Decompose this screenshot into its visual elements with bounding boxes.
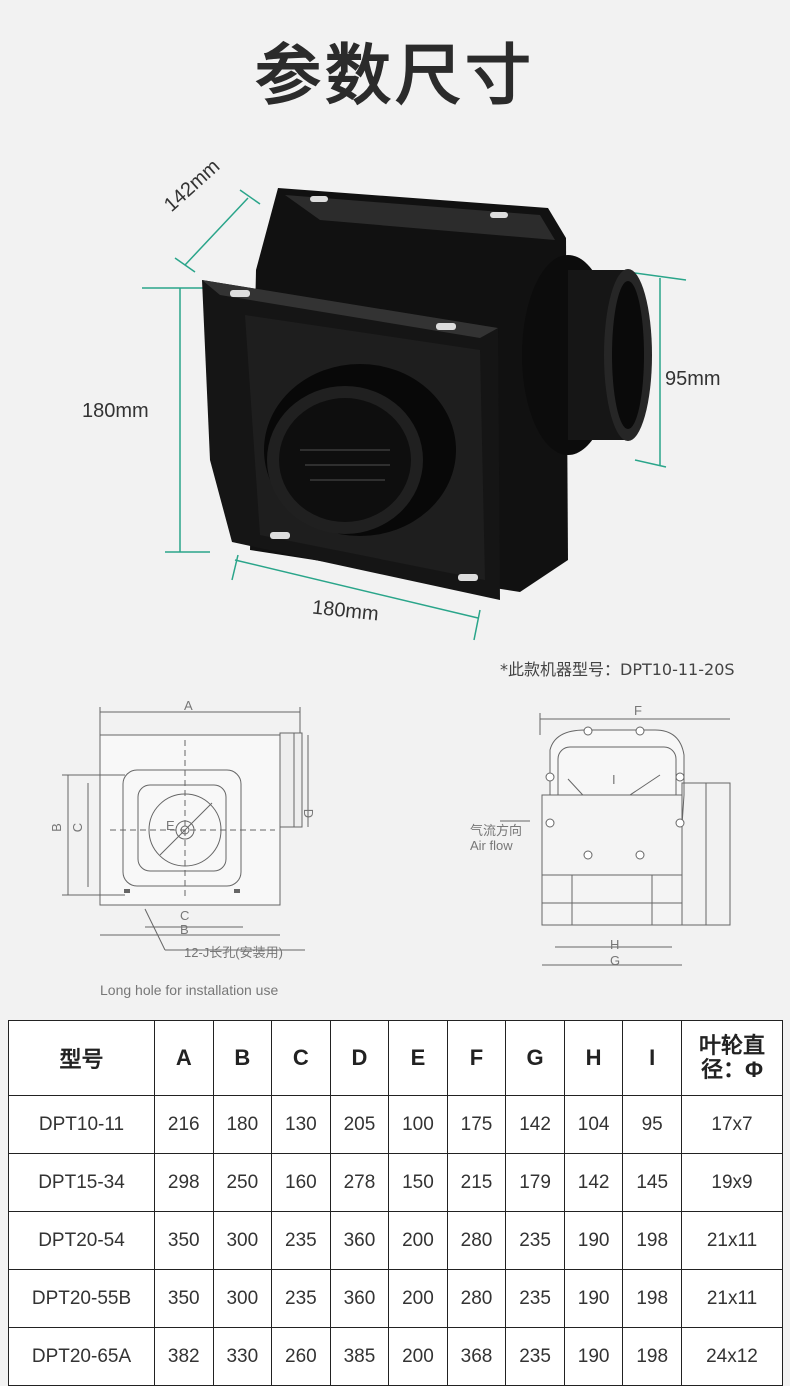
dimension-a-label: A [184, 698, 193, 713]
cell: 385 [329, 1327, 390, 1386]
airflow-label-cn: 气流方向 [470, 823, 523, 838]
page-title: 参数尺寸 [255, 37, 535, 114]
cell: 104 [563, 1095, 624, 1154]
header-e: E [388, 1020, 448, 1096]
cell: 95 [622, 1095, 682, 1154]
spec-table: 型号 A B C D E F G H I 叶轮直径：Φ DPT10-11 216… [8, 1020, 783, 1386]
table-row: DPT15-34 298 250 160 278 150 215 179 142… [8, 1153, 783, 1212]
cell: 350 [154, 1269, 214, 1328]
cell: 200 [388, 1327, 448, 1386]
dimension-c-bottom-label: C [180, 908, 190, 923]
cell: 235 [505, 1327, 565, 1386]
table-row: DPT20-65A 382 330 260 385 200 368 235 19… [8, 1327, 783, 1386]
cell: 179 [505, 1153, 565, 1212]
cell: 21x11 [681, 1211, 783, 1270]
cell: 175 [446, 1095, 507, 1154]
cell: 200 [388, 1211, 448, 1270]
cell: 235 [271, 1269, 331, 1328]
cell: 198 [622, 1211, 682, 1270]
cell: 145 [622, 1153, 682, 1212]
dimension-b-bottom-label: B [180, 922, 189, 937]
header-a: A [154, 1020, 214, 1096]
header-g: G [505, 1020, 565, 1096]
cell-model: DPT20-55B [8, 1269, 155, 1328]
cell: 190 [563, 1269, 624, 1328]
cell: 142 [563, 1153, 624, 1212]
cell: 280 [446, 1211, 507, 1270]
table-row: DPT20-55B 350 300 235 360 200 280 235 19… [8, 1269, 783, 1328]
cell: 180 [212, 1095, 273, 1154]
cell: 382 [154, 1327, 214, 1386]
cell: 190 [563, 1211, 624, 1270]
cell: 21x11 [681, 1269, 783, 1328]
cell: 160 [271, 1153, 331, 1212]
cell: 298 [154, 1153, 214, 1212]
height-dimension-label: 180mm [82, 400, 149, 422]
cell: 330 [212, 1327, 273, 1386]
header-c: C [271, 1020, 331, 1096]
cell: 360 [329, 1269, 390, 1328]
cell: 24x12 [681, 1327, 783, 1386]
hole-note: 12-J长孔(安装用) [184, 945, 283, 960]
dimension-h-label: H [610, 937, 620, 952]
front-view-drawing [62, 707, 309, 951]
cell: 300 [212, 1211, 273, 1270]
dimension-c-label: C [70, 822, 86, 833]
cell: 142 [505, 1095, 565, 1154]
fan-product-image [142, 188, 687, 641]
dimension-g-label: G [610, 953, 621, 968]
cell: 350 [154, 1211, 214, 1270]
dimension-b-label: B [48, 823, 64, 832]
cell: 100 [388, 1095, 448, 1154]
header-impeller: 叶轮直径：Φ [681, 1020, 783, 1096]
cell-model: DPT20-54 [8, 1211, 155, 1270]
cell: 235 [505, 1269, 565, 1328]
cell: 150 [388, 1153, 448, 1212]
cell: 198 [622, 1269, 682, 1328]
cell: 250 [212, 1153, 273, 1212]
airflow-label-en: Air flow [470, 838, 513, 853]
header-model: 型号 [8, 1020, 155, 1096]
cell-model: DPT20-65A [8, 1327, 155, 1386]
dimension-i-label: I [612, 772, 616, 787]
cell: 190 [563, 1327, 624, 1386]
dimension-e-label: E [166, 818, 175, 833]
cell: 368 [446, 1327, 507, 1386]
header-f: F [446, 1020, 507, 1096]
header-h: H [563, 1020, 624, 1096]
cell: 260 [271, 1327, 331, 1386]
drawing-caption: Long hole for installation use [100, 982, 279, 998]
cell: 200 [388, 1269, 448, 1328]
cell: 205 [329, 1095, 390, 1154]
header-i: I [622, 1020, 682, 1096]
outlet-dimension-label: 95mm [665, 368, 721, 390]
side-view-drawing [500, 713, 731, 966]
header-d: D [329, 1020, 390, 1096]
cell: 360 [329, 1211, 390, 1270]
cell: 235 [505, 1211, 565, 1270]
model-note: *此款机器型号：DPT10-11-20S [500, 660, 735, 679]
cell: 19x9 [681, 1153, 783, 1212]
cell: 198 [622, 1327, 682, 1386]
dimension-f-label: F [634, 703, 642, 718]
cell-model: DPT10-11 [8, 1095, 155, 1154]
table-header-row: 型号 A B C D E F G H I 叶轮直径：Φ [8, 1020, 783, 1096]
dimension-d-label: D [301, 808, 317, 819]
cell: 278 [329, 1153, 390, 1212]
cell: 300 [212, 1269, 273, 1328]
cell-model: DPT15-34 [8, 1153, 155, 1212]
cell: 215 [446, 1153, 507, 1212]
header-b: B [212, 1020, 273, 1096]
cell: 130 [271, 1095, 331, 1154]
cell: 280 [446, 1269, 507, 1328]
cell: 216 [154, 1095, 214, 1154]
table-row: DPT10-11 216 180 130 205 100 175 142 104… [8, 1095, 783, 1154]
cell: 17x7 [681, 1095, 783, 1154]
table-row: DPT20-54 350 300 235 360 200 280 235 190… [8, 1211, 783, 1270]
cell: 235 [271, 1211, 331, 1270]
